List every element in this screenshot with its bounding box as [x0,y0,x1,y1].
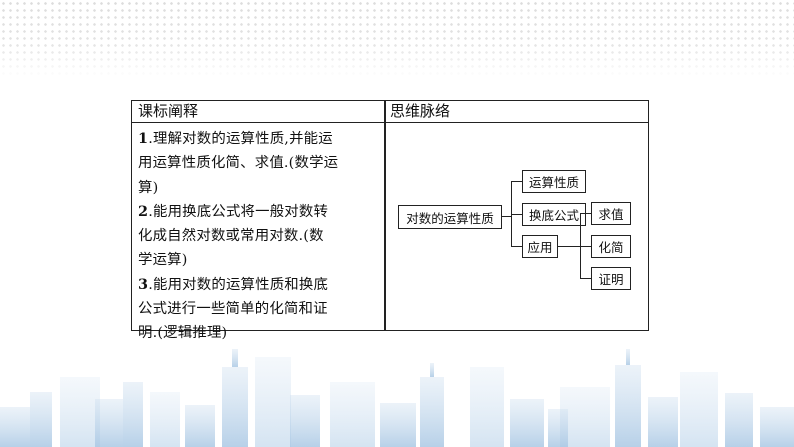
header-curriculum: 课标阐释 [138,102,199,120]
dot-pattern-fade [0,0,794,78]
mindmap-branch: 运算性质 [522,170,586,193]
connector [511,246,522,248]
mindmap-branch: 应用 [522,235,558,258]
mindmap-leaf: 求值 [591,202,631,225]
item-text: 明.(逻辑推理) [138,325,228,342]
course-table: 课标阐释 思维脉络 1.理解对数的运算性质,并能运用运算性质化简、求值.(数学运… [131,100,650,341]
mindmap-leaf: 证明 [591,267,631,290]
connector [502,216,511,218]
connector [511,214,522,216]
item-text: 用运算性质化简、求值.(数学运 [138,155,339,172]
column-divider [384,101,386,330]
mindmap-leaf: 化简 [591,235,631,258]
table-header-row [132,101,648,123]
mindmap-root: 对数的运算性质 [398,205,502,229]
item-text: .能用换底公式将一般对数转 [148,203,329,220]
item-text: 化成自然对数或常用对数.(数 [138,228,324,245]
item-number: 2 [138,202,149,220]
list-item: 1.理解对数的运算性质,并能运用运算性质化简、求值.(数学运算) [138,127,380,200]
item-text: 公式进行一些简单的化简和证 [138,301,328,318]
connector [511,181,522,183]
item-text: 学运算) [138,252,188,269]
city-skyline-decoration [0,349,794,447]
item-number: 3 [138,275,149,293]
connector [580,278,591,280]
header-thinking-map: 思维脉络 [390,102,451,120]
list-item: 2.能用换底公式将一般对数转化成自然对数或常用对数.(数学运算) [138,200,380,273]
item-text: .能用对数的运算性质和换底 [148,276,329,293]
connector [580,213,591,215]
item-text: 算) [138,179,159,196]
item-text: .理解对数的运算性质,并能运 [148,131,333,147]
curriculum-content: 1.理解对数的运算性质,并能运用运算性质化简、求值.(数学运算) 2.能用换底公… [138,127,380,346]
mind-map: 对数的运算性质 运算性质 换底公式 应用 求值 化简 证明 [384,123,650,332]
item-number: 1 [138,130,149,147]
mindmap-branch: 换底公式 [522,203,586,226]
connector [580,246,591,248]
connector [558,246,580,248]
list-item: 3.能用对数的运算性质和换底公式进行一些简单的化简和证明.(逻辑推理) [138,273,380,346]
